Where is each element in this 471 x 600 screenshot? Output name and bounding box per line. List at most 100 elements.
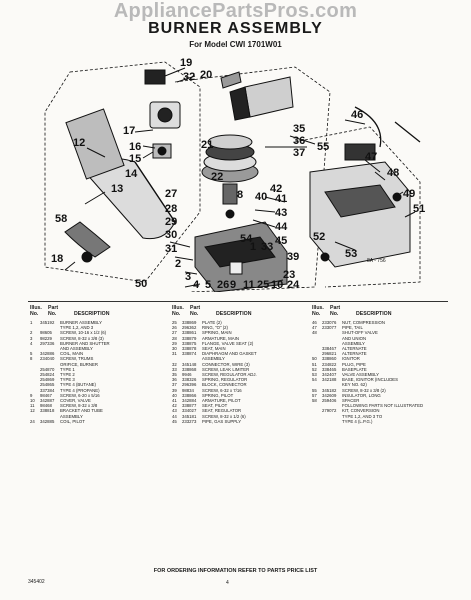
part-number: 345148	[182, 361, 197, 367]
part-number: 296362	[182, 325, 197, 331]
illus-number: 25	[172, 320, 177, 325]
callout-21: 21	[201, 139, 213, 151]
callout-17: 17	[123, 125, 135, 137]
illus-number: 9	[30, 392, 33, 398]
part-description: COIL, PILOT	[60, 418, 85, 424]
part-number: 338860	[322, 356, 337, 362]
callout-19: 19	[180, 57, 192, 69]
part-description: SCREW, REGULATOR ADJ.	[202, 372, 257, 378]
illus-number: 39	[172, 387, 177, 393]
callout-24: 24	[287, 279, 300, 291]
column-header: Illus.Part No.No.DESCRIPTION	[312, 305, 392, 317]
part-number: 338326	[182, 377, 197, 383]
part-description: DIAPHRAGM AND GASKET	[202, 351, 257, 357]
illus-number: 51	[312, 361, 317, 367]
part-description: PIPE, GAS SUPPLY	[202, 418, 242, 424]
illus-number: 48	[312, 330, 317, 336]
table-row: AND ASSEMBLY	[30, 346, 165, 351]
illus-number: 42	[172, 403, 177, 409]
part-description: TYPE 1,2, AND 3 TO	[342, 413, 383, 419]
part-number: 338866	[182, 392, 197, 398]
part-number: 254870	[40, 366, 55, 372]
part-number: 98229	[40, 335, 52, 341]
part-number: 334027	[182, 408, 197, 414]
part-description: FLANGE, VALVE SEAT (2)	[202, 340, 254, 346]
part-description: PIPE, TAIL	[342, 325, 363, 331]
part-number: 98834	[182, 387, 194, 393]
part-number: 234822	[322, 361, 337, 367]
part-number: 338875	[182, 340, 197, 346]
part-description: SPACER	[342, 398, 360, 404]
part-description: SCREW, 10-16 x 1/2 (6)	[60, 330, 107, 336]
part-description: SPRING, MAIN	[202, 330, 232, 336]
part-description: AND ASSEMBLY	[60, 346, 93, 352]
callout-3: 3	[185, 271, 191, 283]
part-number: 254869	[40, 377, 55, 383]
part-number: 338877	[182, 403, 197, 409]
part-description: TYPE 1	[60, 366, 75, 372]
illus-number: 58	[312, 398, 317, 404]
part-number: 342407	[322, 372, 337, 378]
illus-number: 32	[172, 361, 177, 367]
part-description: SCREW, 8-32 x 3/8 (3)	[60, 335, 104, 341]
callout-41: 41	[275, 193, 287, 205]
part-number: 338467	[322, 346, 337, 352]
table-row: ASSEMBLY	[172, 356, 307, 361]
part-description: VALVE ASSEMBLY	[342, 372, 380, 378]
document-code: 345402	[28, 579, 45, 585]
callout-23: 23	[283, 269, 295, 281]
part-description: BURNER AND SHUTTER	[60, 340, 110, 346]
illus-number: 3	[30, 335, 33, 341]
callout-42: 42	[270, 183, 282, 195]
callout-44: 44	[275, 221, 288, 233]
part-number: 342886	[40, 351, 55, 357]
part-description: TYPE 4 (L.P.G.)	[342, 418, 373, 424]
part-description: ALTERNATE	[342, 351, 367, 357]
table-row: TYPE 4 (L.P.G.)	[312, 419, 447, 424]
illus-number: 31	[172, 351, 177, 357]
part-description: PLATE (2)	[202, 320, 222, 325]
part-description: ARMATURE, PILOT	[202, 398, 241, 404]
callout-58: 58	[55, 213, 67, 225]
part-description: KIT, CONVERSION	[342, 408, 380, 414]
callout-20: 20	[200, 69, 212, 81]
part-description: BASE, IGNITOR (INCLUDES	[342, 377, 399, 383]
callout-46: 46	[351, 109, 363, 121]
part-number: 338874	[182, 351, 197, 357]
illus-number: 47	[312, 325, 317, 331]
model-subtitle: For Model CWI 1701W01	[189, 40, 282, 49]
callout-12: 12	[73, 137, 85, 149]
part-number: 342884	[182, 398, 197, 404]
part-description: ARMATURE, MAIN	[202, 335, 239, 341]
part-description: ALTERNATE	[342, 346, 367, 352]
part-number: 98605	[40, 330, 52, 336]
callout-54: 54	[240, 233, 253, 245]
